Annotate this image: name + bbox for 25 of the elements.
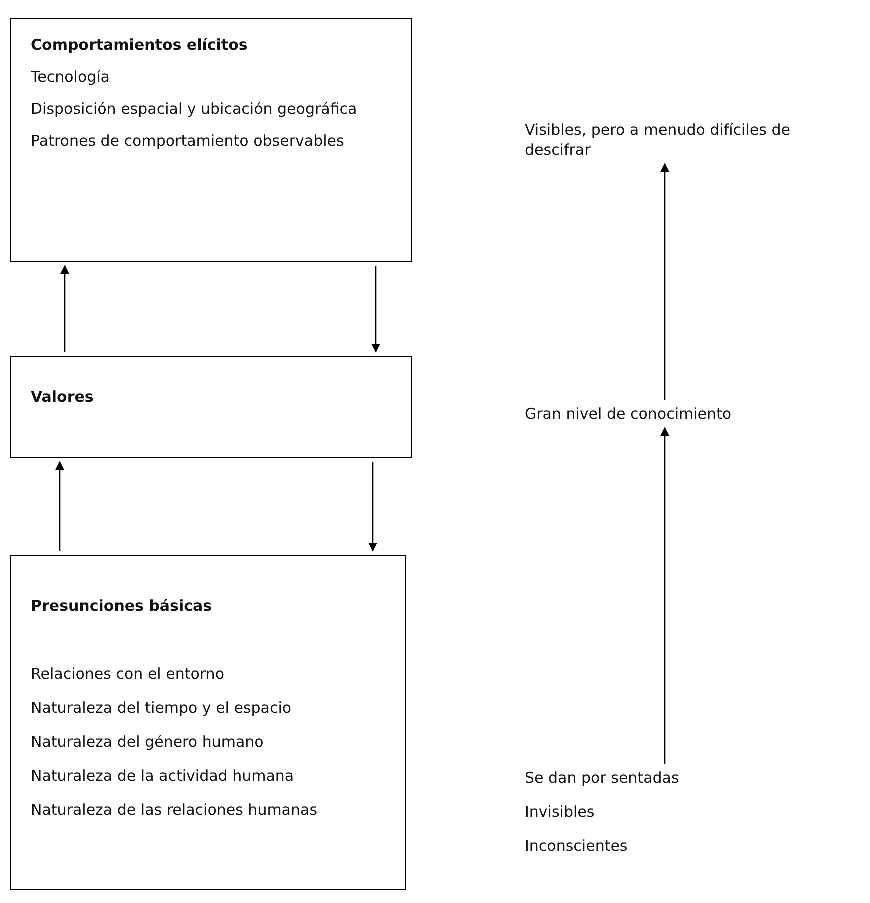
- process-box: [10, 18, 412, 262]
- arrow: [60, 265, 70, 352]
- arrow: [660, 427, 670, 764]
- list-item: Invisibles: [525, 802, 596, 822]
- level-label: Gran nivel de conocimiento: [525, 404, 733, 424]
- list-item: Relaciones con el entorno: [31, 664, 226, 684]
- box-heading: Comportamientos elícitos: [31, 35, 249, 55]
- arrow: [372, 266, 380, 353]
- arrow: [368, 462, 378, 552]
- list-item: Inconscientes: [525, 836, 629, 856]
- box-heading: Valores: [31, 387, 95, 407]
- level-label: Visibles, pero a menudo difíciles de descifrar: [525, 120, 792, 160]
- list-item: Se dan por sentadas: [525, 768, 680, 788]
- list-item: Naturaleza de la actividad humana: [31, 766, 296, 786]
- list-item: Naturaleza del tiempo y el espacio: [31, 698, 293, 718]
- process-box: [10, 356, 412, 458]
- arrow: [56, 461, 64, 551]
- list-item: Patrones de comportamiento observables: [31, 131, 346, 151]
- list-item: Disposición espacial y ubicación geográfica: [31, 99, 358, 119]
- list-item: Naturaleza de las relaciones humanas: [31, 800, 319, 820]
- box-heading: Presunciones básicas: [31, 596, 214, 616]
- list-item: Tecnología: [31, 67, 111, 87]
- process-box: [10, 555, 406, 890]
- list-item: Naturaleza del género humano: [31, 732, 265, 752]
- arrow: [660, 163, 670, 400]
